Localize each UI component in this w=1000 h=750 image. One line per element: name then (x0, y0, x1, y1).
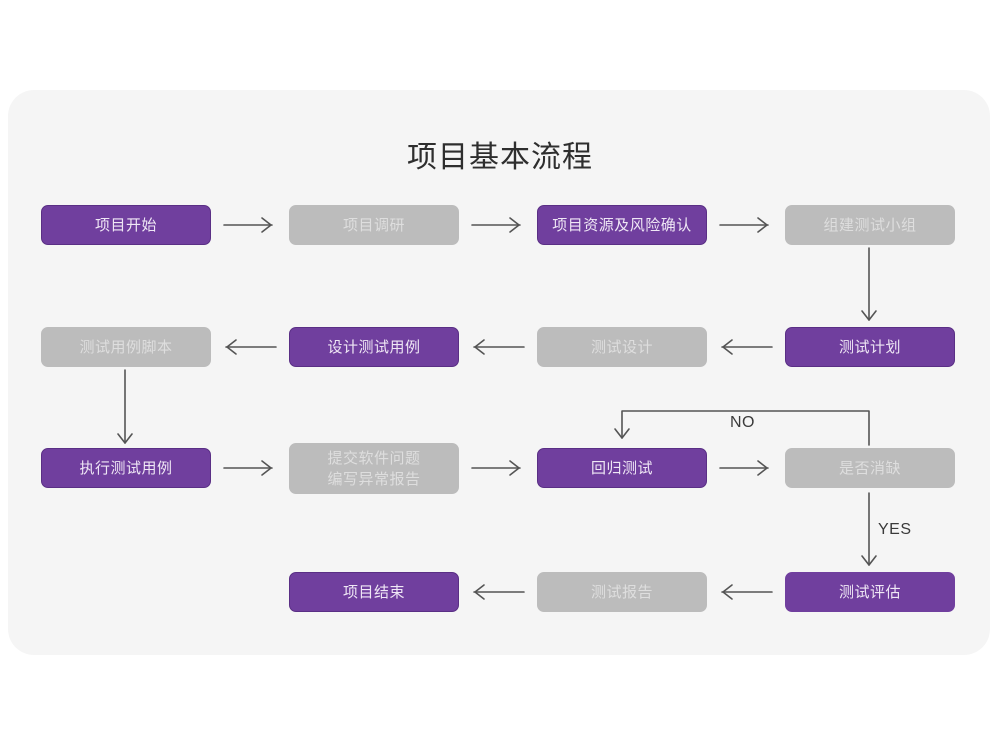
node-project-start[interactable]: 项目开始 (41, 205, 211, 245)
node-resource-risk-confirm[interactable]: 项目资源及风险确认 (537, 205, 707, 245)
node-submit-issue-report[interactable]: 提交软件问题 编写异常报告 (289, 443, 459, 494)
diagram-panel (8, 90, 990, 655)
node-defect-cleared[interactable]: 是否消缺 (785, 448, 955, 488)
node-test-design[interactable]: 测试设计 (537, 327, 707, 367)
node-project-research[interactable]: 项目调研 (289, 205, 459, 245)
edge-label-no: NO (730, 414, 755, 431)
node-execute-test-case[interactable]: 执行测试用例 (41, 448, 211, 488)
page-title: 项目基本流程 (407, 141, 593, 174)
node-test-case-script[interactable]: 测试用例脚本 (41, 327, 211, 367)
node-regression-test[interactable]: 回归测试 (537, 448, 707, 488)
node-design-test-case[interactable]: 设计测试用例 (289, 327, 459, 367)
node-project-end[interactable]: 项目结束 (289, 572, 459, 612)
node-build-test-team[interactable]: 组建测试小组 (785, 205, 955, 245)
node-test-plan[interactable]: 测试计划 (785, 327, 955, 367)
edge-label-yes: YES (878, 521, 912, 538)
node-test-evaluation[interactable]: 测试评估 (785, 572, 955, 612)
node-test-report[interactable]: 测试报告 (537, 572, 707, 612)
